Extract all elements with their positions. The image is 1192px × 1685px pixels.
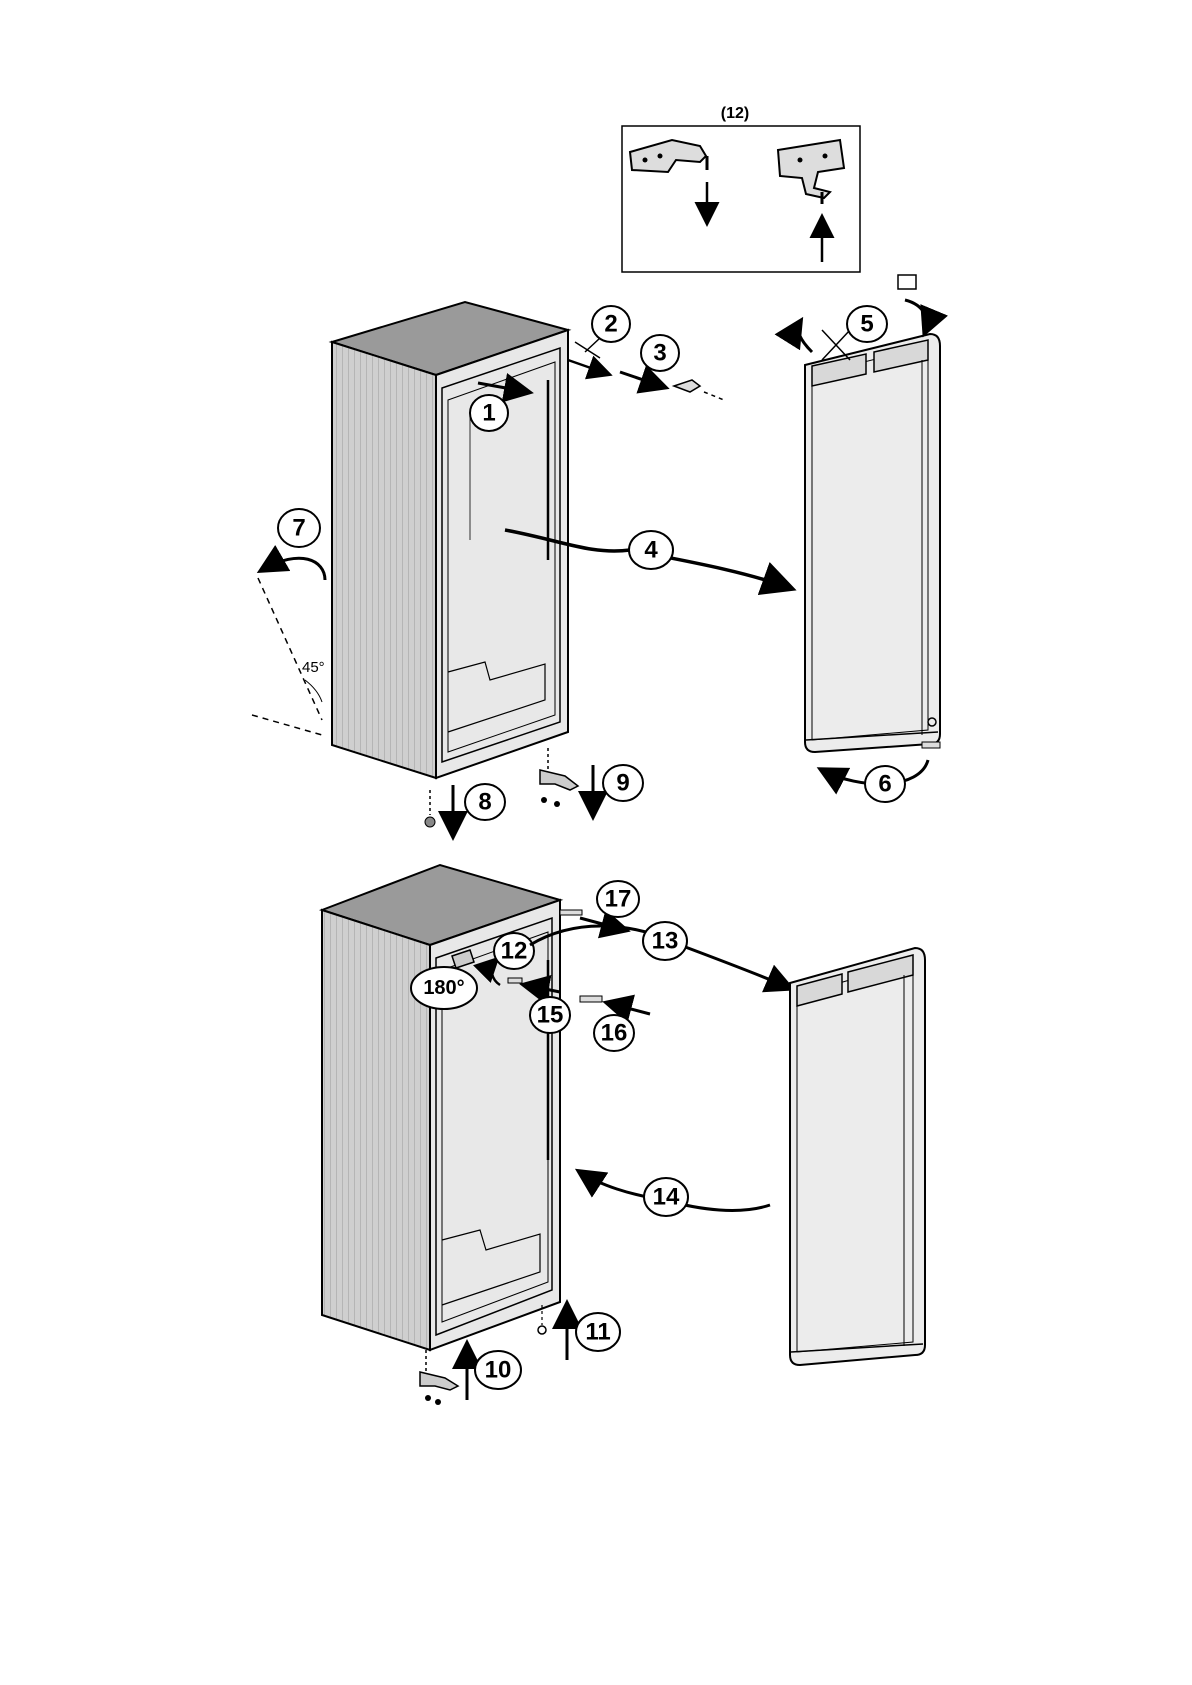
cover-plug-icon <box>560 910 582 915</box>
svg-text:10: 10 <box>485 1357 512 1384</box>
svg-text:16: 16 <box>601 1020 628 1047</box>
svg-text:8: 8 <box>478 789 491 816</box>
cap-icon <box>898 275 916 289</box>
svg-text:4: 4 <box>644 537 658 564</box>
tilt-angle-label: 45° <box>302 659 325 676</box>
step-3-badge: 3 <box>641 335 679 371</box>
svg-text:9: 9 <box>616 770 629 797</box>
svg-text:13: 13 <box>652 928 679 955</box>
step-14-badge: 14 <box>644 1178 688 1216</box>
step-8-badge: 8 <box>465 784 505 820</box>
step-6-badge: 6 <box>865 766 905 802</box>
step-10-badge: 10 <box>475 1351 521 1389</box>
screw-icon <box>508 978 522 983</box>
fridge-upper <box>332 302 568 778</box>
svg-text:3: 3 <box>653 340 666 367</box>
moved-hinge-icon <box>420 1350 458 1405</box>
step-4-badge: 4 <box>629 531 673 569</box>
svg-text:15: 15 <box>537 1002 564 1029</box>
svg-text:12: 12 <box>501 938 528 965</box>
svg-text:180°: 180° <box>423 977 464 999</box>
svg-text:11: 11 <box>585 1319 610 1346</box>
step-16-badge: 16 <box>594 1015 634 1051</box>
rotation-180-badge: 180° <box>411 967 477 1009</box>
step-2-badge: 2 <box>592 306 630 342</box>
hinge-pin-icon <box>674 380 700 392</box>
svg-text:1: 1 <box>482 400 495 427</box>
door-upper <box>805 334 940 752</box>
inset-caption: (12) <box>721 105 749 122</box>
step-13-badge: 13 <box>643 922 687 960</box>
svg-text:14: 14 <box>653 1184 680 1211</box>
step-15-badge: 15 <box>530 997 570 1033</box>
step-7-badge: 7 <box>278 509 320 547</box>
step-11-badge: 11 <box>576 1313 620 1351</box>
svg-text:7: 7 <box>292 515 305 542</box>
hinge-inset: (12) <box>622 105 860 272</box>
step-5-badge: 5 <box>847 306 887 342</box>
step-9-badge: 9 <box>603 765 643 801</box>
foot-icon <box>538 1326 546 1334</box>
bottom-hinge-icon <box>540 748 578 807</box>
svg-text:2: 2 <box>604 311 617 338</box>
svg-text:6: 6 <box>878 771 891 798</box>
svg-text:5: 5 <box>860 311 873 338</box>
step-17-badge: 17 <box>597 881 639 917</box>
svg-text:17: 17 <box>605 886 632 913</box>
plug-icon <box>580 996 602 1002</box>
step-12-badge: 12 <box>494 933 534 969</box>
step-1-badge: 1 <box>470 395 508 431</box>
door-lower <box>790 948 925 1365</box>
